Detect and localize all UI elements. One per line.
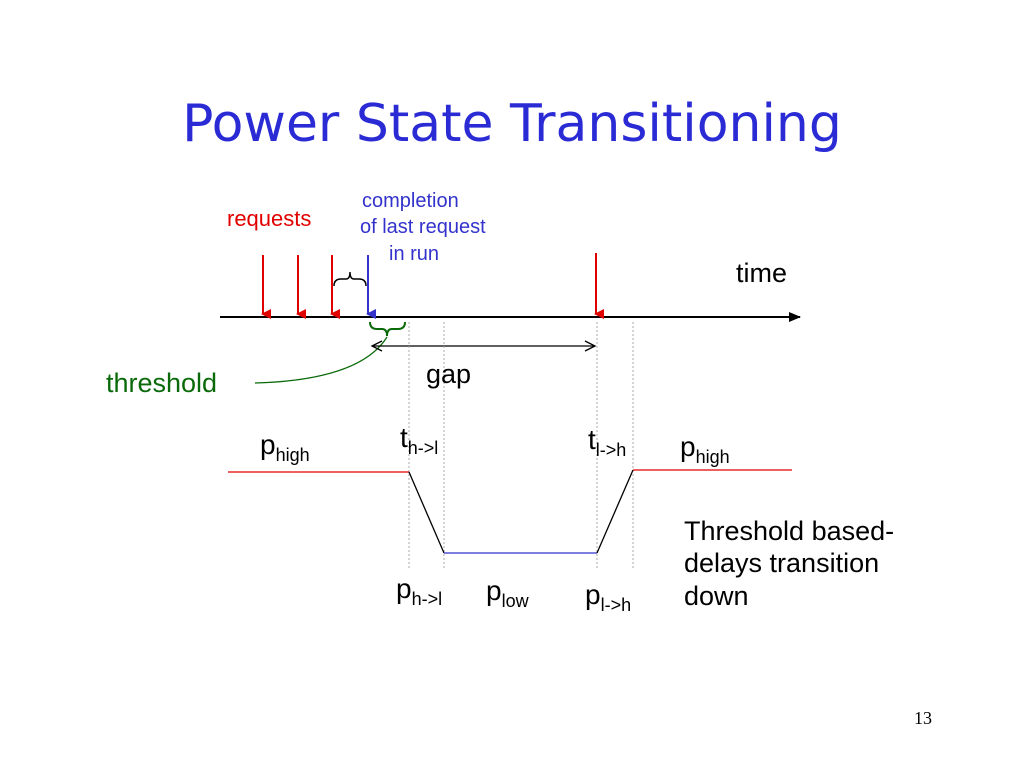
note-line: delays transition (684, 548, 880, 579)
requests-label: requests (227, 206, 312, 231)
gap-label: gap (426, 359, 472, 389)
transition-down-line (408, 471, 445, 554)
time-label: time (736, 258, 788, 288)
completion-label-line: in run (389, 242, 440, 265)
threshold-leader (254, 336, 388, 384)
gap-arrow-left-head (370, 340, 383, 352)
p-low-to-high-label: pl->h (585, 579, 632, 615)
completion-label-line: completion (362, 190, 459, 212)
completion-label-line: of last request (360, 216, 486, 239)
page-number: 13 (914, 708, 932, 728)
p-low-label: plow (486, 575, 529, 611)
t-low-to-high-label: tl->h (588, 424, 627, 460)
note-line: Threshold based- (684, 516, 895, 546)
completion-label: completion of last request in run (360, 188, 486, 267)
p-high-left-label: phigh (260, 429, 310, 465)
slide-title: Power State Transitioning (182, 94, 842, 154)
threshold-label: threshold (106, 368, 218, 398)
p-high-right-label: phigh (680, 431, 730, 467)
gap-arrow-right-head (584, 340, 597, 352)
threshold-note: Threshold based- delays transition down (684, 515, 894, 612)
threshold-brace (369, 321, 406, 337)
t-high-to-low-label: th->l (400, 422, 439, 458)
transition-up-line (596, 469, 634, 554)
note-line: down (684, 580, 749, 611)
service-brace (333, 271, 367, 287)
p-high-to-low-label: ph->l (396, 573, 443, 609)
